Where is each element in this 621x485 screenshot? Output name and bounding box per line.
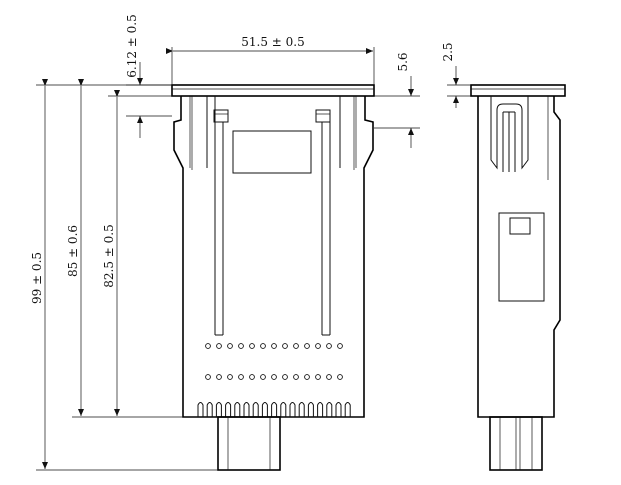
dim-flange-offset-label: 6.12 ± 0.5 <box>125 14 139 78</box>
left-latch <box>213 109 229 123</box>
pin-hole <box>337 374 343 380</box>
pin-hole <box>326 343 332 349</box>
side-flange <box>470 84 566 97</box>
front-plug <box>217 416 281 471</box>
dimension-lines <box>36 47 471 471</box>
display-window <box>232 130 312 174</box>
terminal-tooth <box>317 402 324 417</box>
pin-hole <box>304 343 310 349</box>
side-view <box>470 84 566 471</box>
pin-hole <box>249 343 255 349</box>
side-clip <box>490 96 529 170</box>
pin-hole-rows <box>205 343 343 380</box>
pin-hole <box>315 343 321 349</box>
pin-hole <box>260 343 266 349</box>
terminal-tooth <box>197 402 204 417</box>
pin-hole <box>205 374 211 380</box>
pin-hole <box>271 343 277 349</box>
pin-hole <box>216 343 222 349</box>
pin-hole <box>326 374 332 380</box>
front-body-outline <box>173 96 374 418</box>
terminal-tooth <box>234 402 241 417</box>
pin-hole <box>293 343 299 349</box>
dim-flange-thickness-label: 5.6 <box>396 52 410 71</box>
terminal-tooth <box>307 402 314 417</box>
terminal-tooth <box>335 402 342 417</box>
dim-width-label: 51.5 ± 0.5 <box>241 35 305 49</box>
dim-overall-height-label: 99 ± 0.5 <box>30 252 44 304</box>
front-view <box>171 84 375 471</box>
pin-hole <box>216 374 222 380</box>
dimension-labels: 51.5 ± 0.5 6.12 ± 0.5 5.6 2.5 99 ± 0.5 8… <box>30 14 455 304</box>
terminal-tooth <box>280 402 287 417</box>
right-latch <box>315 109 331 123</box>
terminal-tooth <box>344 402 351 417</box>
terminal-tooth <box>289 402 296 417</box>
terminal-tooth <box>298 402 305 417</box>
terminal-tooth <box>225 402 232 417</box>
pin-hole <box>271 374 277 380</box>
terminal-tooth <box>243 402 250 417</box>
pin-hole <box>337 343 343 349</box>
terminal-tooth <box>271 402 278 417</box>
pin-hole <box>205 343 211 349</box>
pin-hole <box>249 374 255 380</box>
pin-hole <box>238 343 244 349</box>
terminal-tooth <box>252 402 259 417</box>
side-window <box>498 212 545 302</box>
pin-hole <box>227 374 233 380</box>
pin-hole <box>293 374 299 380</box>
pin-hole <box>315 374 321 380</box>
terminal-tooth <box>215 402 222 417</box>
dim-side-flange-label: 2.5 <box>441 42 455 61</box>
terminal-tooth <box>206 402 213 417</box>
pin-hole <box>238 374 244 380</box>
pin-hole <box>282 343 288 349</box>
pin-hole <box>260 374 266 380</box>
pin-hole <box>282 374 288 380</box>
dim-body-height-label: 85 ± 0.6 <box>66 225 80 277</box>
terminal-tooth <box>261 402 268 417</box>
terminal-tooth <box>326 402 333 417</box>
pin-hole <box>227 343 233 349</box>
dim-cutout-height-label: 82.5 ± 0.5 <box>102 224 116 288</box>
front-flange <box>171 84 375 97</box>
terminal-comb <box>197 402 351 417</box>
pin-hole <box>304 374 310 380</box>
